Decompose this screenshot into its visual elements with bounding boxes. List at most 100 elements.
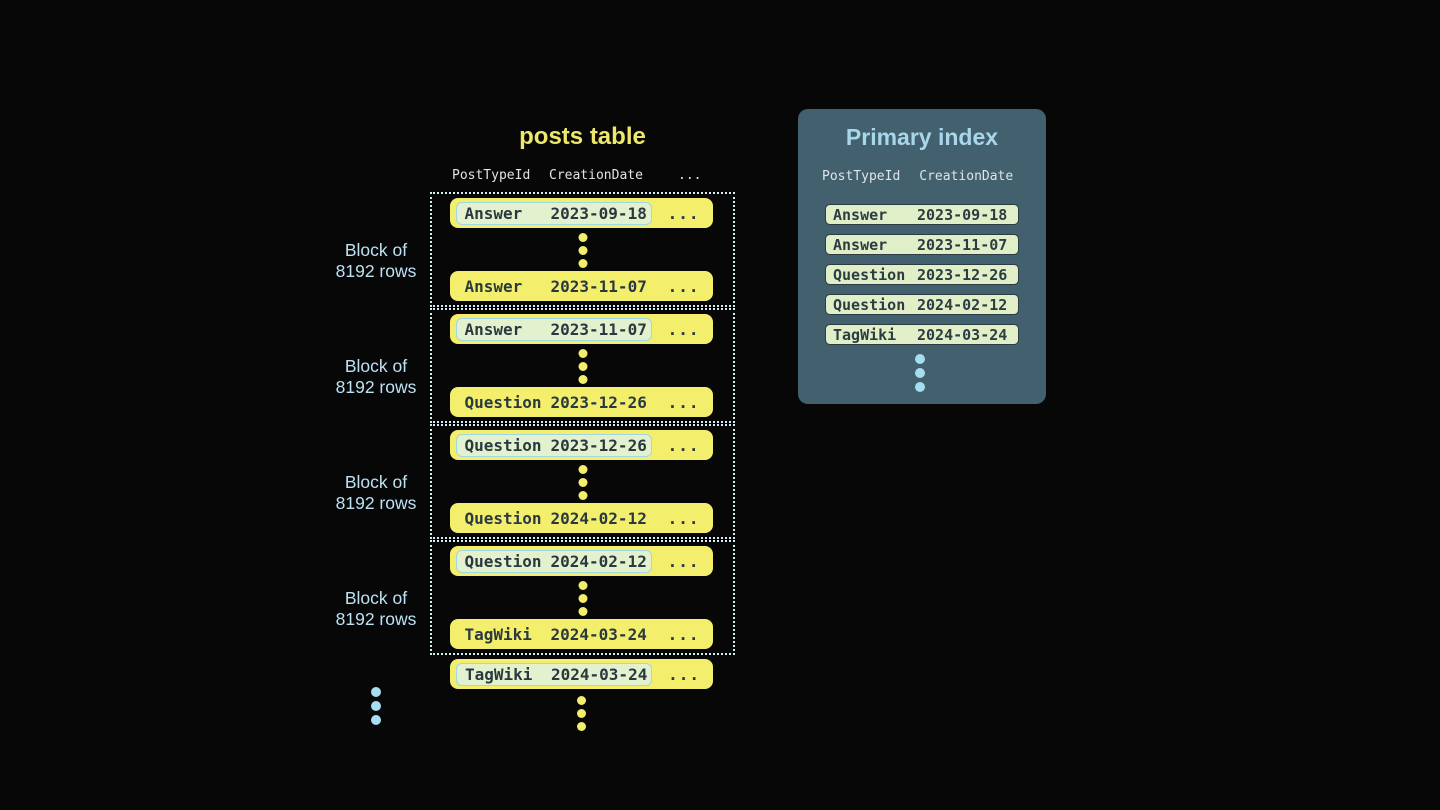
row-more-ellipsis: ... [667, 435, 700, 455]
row-posttypeid: TagWiki [464, 624, 532, 644]
ellipsis-dot [371, 701, 381, 711]
row-posttypeid: TagWiki [465, 664, 533, 684]
row-values: Question 2023-12-26 [456, 391, 652, 414]
entry-posttypeid: Answer [833, 205, 888, 224]
ellipsis-dot [915, 354, 925, 364]
block-label-line1: Block of [344, 472, 408, 492]
index-highlight: Question 2024-02-12 [455, 549, 652, 573]
row-creationdate: 2023-12-26 [550, 435, 647, 455]
row-creationdate: 2024-02-12 [550, 508, 647, 528]
vertical-ellipsis-icon [577, 696, 586, 731]
block-label-line1: Block of [344, 356, 408, 376]
ellipsis-dot [915, 368, 925, 378]
ellipsis-dot [578, 465, 587, 474]
index-highlight: TagWiki 2024-03-24 [456, 662, 653, 686]
table-row: Question 2024-02-12 ... [449, 546, 713, 576]
entry-creationdate: 2023-11-07 [917, 235, 1008, 254]
row-values: TagWiki 2024-03-24 [456, 623, 652, 646]
index-entry: Question 2024-02-12 [825, 294, 1019, 315]
row-posttypeid: Answer [464, 203, 523, 223]
row-creationdate: 2023-11-07 [550, 276, 647, 296]
block-label-line2: 8192 rows [335, 609, 417, 629]
ellipsis-dot [578, 478, 587, 487]
table-row: Question 2024-02-12 ... [449, 503, 713, 533]
ellipsis-dot [371, 687, 381, 697]
block-label-1: Block of 8192 rows [326, 240, 426, 282]
column-header-creationdate: CreationDate [549, 168, 643, 183]
table-row: Question 2023-12-26 ... [449, 387, 713, 417]
index-highlight: Answer 2023-11-07 [455, 317, 652, 341]
index-highlight: Question 2023-12-26 [455, 433, 652, 457]
row-posttypeid: Question [464, 392, 542, 412]
index-highlight: Answer 2023-09-18 [455, 201, 652, 225]
row-posttypeid: Question [464, 508, 542, 528]
index-entry: Question 2023-12-26 [825, 264, 1019, 285]
ellipsis-dot [915, 382, 925, 392]
ellipsis-dot [578, 233, 587, 242]
row-creationdate: 2023-11-07 [550, 319, 647, 339]
row-more-ellipsis: ... [668, 664, 700, 684]
vertical-ellipsis-icon [578, 349, 587, 384]
row-posttypeid: Answer [464, 319, 523, 339]
primary-index-title: Primary index [845, 124, 999, 150]
row-block-4: Question 2024-02-12 ... TagWiki 2024-03-… [430, 540, 735, 655]
row-more-ellipsis: ... [667, 203, 700, 223]
row-more-ellipsis: ... [667, 508, 700, 528]
ellipsis-dot [578, 491, 587, 500]
block-label-line1: Block of [344, 240, 408, 260]
row-posttypeid: Question [464, 435, 542, 455]
ellipsis-dot [371, 715, 381, 725]
block-label-line2: 8192 rows [335, 493, 417, 513]
row-creationdate: 2024-02-12 [550, 551, 647, 571]
column-header-posttypeid: PostTypeId [822, 169, 901, 184]
ellipsis-dot [577, 709, 586, 718]
primary-index-rows: Answer 2023-09-18 Answer 2023-11-07 Ques… [825, 204, 1019, 345]
row-block-2: Answer 2023-11-07 ... Question 2023-12-2… [430, 308, 735, 423]
entry-posttypeid: Question [833, 295, 906, 314]
row-creationdate: 2023-09-18 [550, 203, 647, 223]
ellipsis-dot [578, 581, 587, 590]
row-creationdate: 2024-03-24 [550, 624, 647, 644]
row-creationdate: 2023-12-26 [550, 392, 647, 412]
ellipsis-dot [577, 722, 586, 731]
entry-posttypeid: Answer [833, 235, 888, 254]
table-row-overflow: TagWiki 2024-03-24 ... [450, 659, 713, 689]
index-entry: Answer 2023-11-07 [825, 234, 1019, 255]
block-label-line1: Block of [344, 588, 408, 608]
row-values: Answer 2023-11-07 [456, 275, 652, 298]
row-posttypeid: Answer [464, 276, 523, 296]
vertical-ellipsis-icon [371, 687, 381, 725]
row-block-3: Question 2023-12-26 ... Question 2024-02… [430, 424, 735, 539]
block-label-2: Block of 8192 rows [326, 356, 426, 398]
row-block-1: Answer 2023-09-18 ... Answer 2023-11-07 … [430, 192, 735, 307]
entry-creationdate: 2023-09-18 [917, 205, 1008, 224]
table-row: Answer 2023-11-07 ... [449, 271, 713, 301]
posts-table-title: posts table [519, 123, 646, 150]
column-header-posttypeid: PostTypeId [452, 168, 531, 183]
row-more-ellipsis: ... [667, 624, 700, 644]
row-posttypeid: Question [464, 551, 542, 571]
row-more-ellipsis: ... [667, 551, 700, 571]
table-row: Question 2023-12-26 ... [449, 430, 713, 460]
vertical-ellipsis-icon [578, 465, 587, 500]
entry-posttypeid: TagWiki [833, 325, 897, 344]
block-label-3: Block of 8192 rows [326, 472, 426, 514]
vertical-ellipsis-icon [578, 581, 587, 616]
ellipsis-dot [578, 259, 587, 268]
table-row: Answer 2023-11-07 ... [449, 314, 713, 344]
row-more-ellipsis: ... [667, 319, 700, 339]
entry-creationdate: 2024-02-12 [917, 295, 1008, 314]
ellipsis-dot [578, 362, 587, 371]
block-label-4: Block of 8192 rows [326, 588, 426, 630]
ellipsis-dot [578, 246, 587, 255]
ellipsis-dot [578, 594, 587, 603]
posts-table-column-headers: PostTypeId CreationDate ... [452, 168, 701, 183]
table-row: Answer 2023-09-18 ... [449, 198, 713, 228]
entry-creationdate: 2024-03-24 [917, 325, 1008, 344]
ellipsis-dot [578, 607, 587, 616]
entry-creationdate: 2023-12-26 [917, 265, 1008, 284]
ellipsis-dot [578, 375, 587, 384]
index-entry: Answer 2023-09-18 [825, 204, 1019, 225]
column-header-creationdate: CreationDate [919, 169, 1014, 184]
